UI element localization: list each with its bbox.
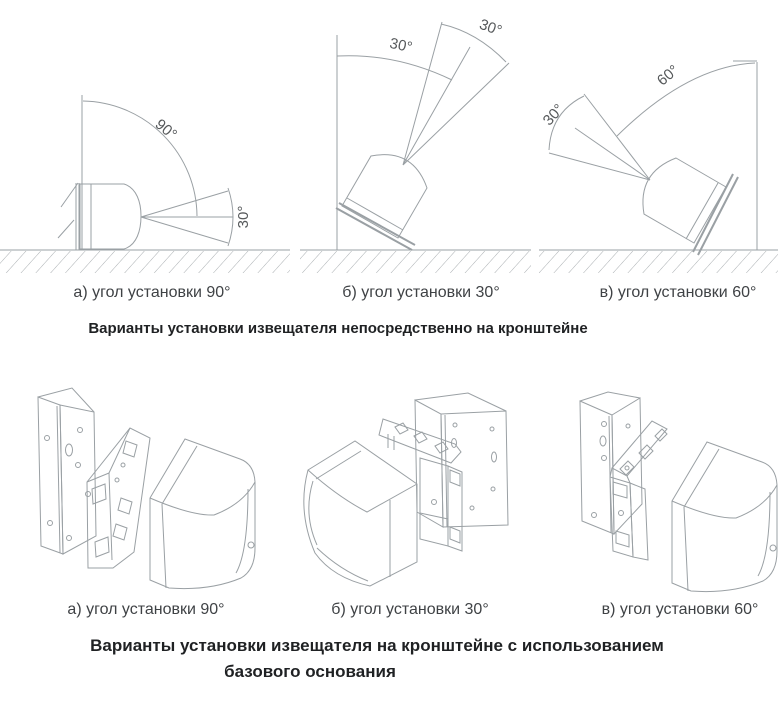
dimension-arc-90	[82, 100, 198, 217]
top-figure-title: Варианты установки извещателя непосредст…	[88, 320, 588, 337]
bottom-figure-title-line1: Варианты установки извещателя на кронште…	[90, 636, 664, 655]
beam-cone	[402, 21, 510, 166]
exploded-install-60	[579, 391, 778, 593]
diagram-install-60: 60° 30°	[540, 60, 758, 256]
angle-label-cone: 30°	[235, 206, 252, 229]
angle-label-main: 30°	[388, 35, 414, 56]
caption-top-a: а) угол установки 90°	[73, 284, 231, 301]
diagram-install-30: 30° 30°	[335, 16, 510, 251]
caption-top-b: б) угол установки 30°	[342, 284, 500, 301]
detector-body	[79, 183, 142, 250]
angle-label-main: 90°	[152, 116, 180, 144]
bottom-figure-exploded-views	[37, 387, 778, 593]
angle-label-main: 60°	[654, 62, 682, 90]
base-plate	[609, 420, 668, 561]
caption-bottom-a: а) угол установки 90°	[67, 601, 225, 618]
angle-label-cone: 30°	[540, 101, 568, 129]
exploded-install-30	[303, 392, 509, 587]
detector-housing	[671, 441, 778, 593]
caption-top-v: в) угол установки 60°	[599, 284, 757, 301]
dimension-arc-tilt	[336, 55, 453, 81]
detector-housing	[303, 440, 418, 587]
vertical-reference-line	[733, 60, 758, 250]
caption-bottom-v: в) угол установки 60°	[601, 601, 759, 618]
detector-body	[642, 157, 727, 244]
mounting-bracket	[37, 387, 97, 555]
beam-cone	[548, 93, 651, 181]
detector-housing	[149, 438, 256, 590]
diagram-install-90: 90° 30°	[57, 95, 252, 250]
mounting-bracket	[414, 392, 509, 528]
bottom-figure-title-line2: базового основания	[224, 662, 396, 681]
exploded-install-90	[37, 387, 256, 590]
base-plate	[378, 418, 463, 552]
base-plate	[86, 427, 151, 569]
beam-cone	[140, 187, 234, 247]
dimension-arc-60	[616, 62, 756, 137]
top-figure-angle-diagrams: 90° 30° 30° 30° 60° 30°	[0, 16, 778, 273]
bracket	[57, 182, 80, 250]
angle-label-cone: 30°	[477, 16, 504, 40]
bracket-wedge	[335, 202, 416, 251]
ground-hatching	[0, 249, 778, 273]
detector-body	[341, 154, 428, 239]
caption-bottom-b: б) угол установки 30°	[331, 601, 489, 618]
